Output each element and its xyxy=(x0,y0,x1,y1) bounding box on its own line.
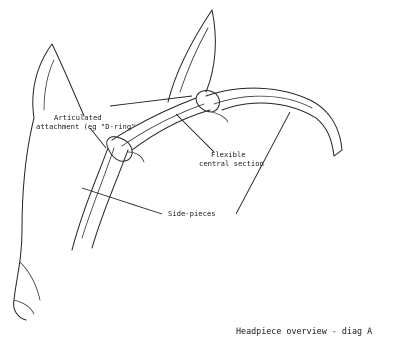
cheek-line xyxy=(20,262,40,300)
right-strap-end xyxy=(334,150,342,156)
right-ear xyxy=(168,10,215,102)
left-side-piece-edge xyxy=(92,150,128,248)
head-outline xyxy=(14,118,34,320)
side-pieces-label: Side-pieces xyxy=(168,209,216,218)
left-ear xyxy=(33,44,84,118)
right-side-piece-inner xyxy=(214,96,312,108)
leader-side-1 xyxy=(82,188,162,214)
articulated-label-line2: attachment (eg "D-ring" xyxy=(36,122,136,131)
flexible-label-line2: central section xyxy=(199,159,264,168)
articulated-label: Articulated attachment (eg "D-ring" xyxy=(36,113,136,131)
right-d-ring-link xyxy=(212,112,228,122)
articulated-label-line1: Articulated xyxy=(36,113,136,122)
cheek-line-2 xyxy=(14,300,34,314)
left-ear-inner xyxy=(44,60,54,110)
central-band-bottom xyxy=(132,110,210,150)
flexible-label-line1: Flexible xyxy=(199,150,264,159)
right-ear-inner xyxy=(180,28,208,92)
right-d-ring xyxy=(196,91,219,112)
flexible-label: Flexible central section xyxy=(199,150,264,168)
diagram-caption: Headpiece overview - diag A xyxy=(236,326,372,336)
left-side-piece xyxy=(72,148,108,250)
leader-flexible xyxy=(176,114,214,152)
leader-articulated-2 xyxy=(90,128,106,148)
right-side-piece-bottom xyxy=(222,103,334,156)
